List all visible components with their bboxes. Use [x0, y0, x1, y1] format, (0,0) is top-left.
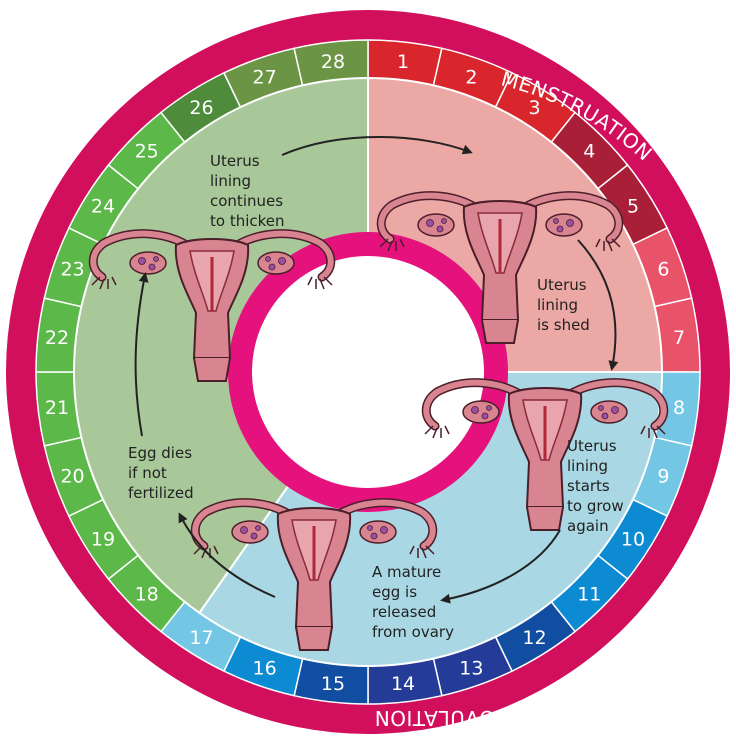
label-line: Uterus: [210, 152, 260, 170]
day-number: 24: [91, 195, 115, 217]
label-line: lining: [567, 457, 608, 475]
day-number: 1: [397, 51, 409, 73]
day-number: 15: [321, 673, 345, 695]
label-line: again: [567, 517, 609, 535]
label-line: lining: [537, 296, 578, 314]
day-number: 26: [189, 97, 213, 119]
day-number: 2: [465, 67, 477, 89]
day-number: 13: [459, 657, 483, 679]
day-number: 14: [391, 673, 415, 695]
label-line: Uterus: [567, 437, 617, 455]
label-line: to grow: [567, 497, 624, 515]
day-number: 23: [60, 259, 84, 281]
label-line: lining: [210, 172, 251, 190]
day-number: 19: [91, 529, 115, 551]
day-number: 27: [253, 67, 277, 89]
day-number: 20: [60, 465, 84, 487]
day-number: 21: [45, 397, 69, 419]
day-number: 12: [522, 627, 546, 649]
day-number: 11: [577, 583, 601, 605]
label-line: A mature: [372, 563, 441, 581]
ovulation-title-text: OVULATION: [374, 706, 495, 730]
day-number: 18: [135, 583, 159, 605]
label-line: from ovary: [372, 623, 454, 641]
day-number: 9: [657, 465, 669, 487]
day-number: 16: [253, 657, 277, 679]
day-number: 10: [621, 529, 645, 551]
label-line: starts: [567, 477, 610, 495]
ovulation-title: OVULATION: [374, 706, 495, 730]
day-number: 6: [657, 259, 669, 281]
day-number: 28: [321, 51, 345, 73]
label-line: if not: [128, 464, 167, 482]
label-line: Egg dies: [128, 444, 192, 462]
day-number: 7: [673, 327, 685, 349]
day-number: 25: [135, 141, 159, 163]
day-number: 8: [673, 397, 685, 419]
label-line: released: [372, 603, 436, 621]
day-number: 17: [189, 627, 213, 649]
label-line: egg is: [372, 583, 417, 601]
day-number: 5: [627, 195, 639, 217]
center-ring: [240, 244, 496, 500]
label-line: is shed: [537, 316, 590, 334]
label-line: fertilized: [128, 484, 194, 502]
label-line: Uterus: [537, 276, 587, 294]
label-line: continues: [210, 192, 283, 210]
label-line: to thicken: [210, 212, 285, 230]
day-number: 22: [45, 327, 69, 349]
day-number: 4: [583, 141, 595, 163]
